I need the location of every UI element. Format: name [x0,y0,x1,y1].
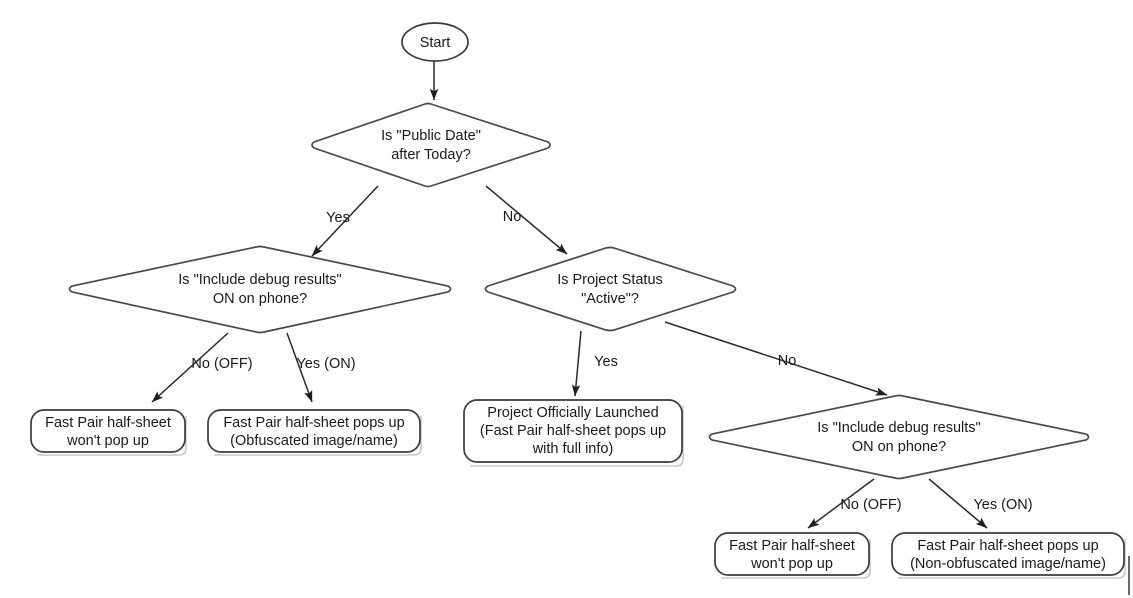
edge-label-public-date-no: No [503,209,522,225]
node-result-right-yes[interactable]: Fast Pair half-sheet pops up (Non-obfusc… [891,532,1126,579]
node-start[interactable]: Start [401,22,469,62]
edge-debug-left-no [151,332,229,403]
debug-right-diamond [708,394,1090,480]
debug-right-label-line2: ON on phone? [852,439,946,455]
result-left-no-line1: Fast Pair half-sheet [45,415,171,431]
edge-label-debug-left-yes: Yes (ON) [296,356,355,372]
debug-left-label-line1: Is "Include debug results" [178,272,341,288]
public-date-label-line2: after Today? [391,147,471,163]
result-left-yes-shadow [214,416,422,456]
edge-debug-right-yes [928,478,988,529]
node-decision-debug-right[interactable]: Is "Include debug results" ON on phone? [708,394,1090,480]
result-left-yes-box [207,409,421,453]
result-left-yes-line1: Fast Pair half-sheet pops up [223,415,404,431]
node-result-left-yes[interactable]: Fast Pair half-sheet pops up (Obfuscated… [207,409,422,456]
edges-layer [151,61,988,529]
edge-project-status-yes [571,330,582,397]
result-launched-box [463,399,683,463]
node-decision-debug-left[interactable]: Is "Include debug results" ON on phone? [68,245,452,334]
edge-public-date-yes [311,185,379,257]
edge-public-date-no [485,185,568,255]
result-launched-line3: with full info) [532,441,614,457]
result-right-yes-line2: (Non-obfuscated image/name) [910,556,1106,572]
edge-debug-right-no [807,478,875,529]
debug-left-diamond [68,245,452,334]
edge-label-debug-right-no: No (OFF) [840,497,901,513]
edge-project-status-no [664,321,888,396]
edge-label-project-status-yes: Yes [594,354,618,370]
node-result-right-no[interactable]: Fast Pair half-sheet won't pop up [714,532,871,579]
node-result-left-no[interactable]: Fast Pair half-sheet won't pop up [30,409,187,456]
result-right-no-line2: won't pop up [750,556,833,572]
debug-left-label-line2: ON on phone? [213,291,307,307]
public-date-label-line1: Is "Public Date" [381,128,481,144]
result-launched-shadow [470,406,684,467]
result-launched-line1: Project Officially Launched [487,405,658,421]
project-status-label-line1: Is Project Status [557,272,663,288]
node-decision-project-status[interactable]: Is Project Status "Active"? [484,246,737,332]
start-ellipse [401,22,469,62]
edge-label-project-status-no: No [778,353,797,369]
result-left-no-line2: won't pop up [66,433,149,449]
result-left-yes-line2: (Obfuscated image/name) [230,433,398,449]
result-right-no-line1: Fast Pair half-sheet [729,538,855,554]
result-right-yes-line1: Fast Pair half-sheet pops up [917,538,1098,554]
debug-right-label-line1: Is "Include debug results" [817,420,980,436]
result-left-no-shadow [37,416,187,456]
edge-label-public-date-yes: Yes [326,210,350,226]
result-launched-line2: (Fast Pair half-sheet pops up [480,423,666,439]
project-status-label-line2: "Active"? [581,291,639,307]
edge-labels-layer: Yes No No (OFF) Yes (ON) Yes No No (OFF)… [191,209,1032,513]
edge-label-debug-right-yes: Yes (ON) [973,497,1032,513]
result-right-no-shadow [721,539,871,579]
node-result-launched[interactable]: Project Officially Launched (Fast Pair h… [463,399,684,467]
public-date-diamond [311,102,551,188]
result-right-no-box [714,532,870,576]
edge-label-debug-left-no: No (OFF) [191,356,252,372]
node-decision-public-date[interactable]: Is "Public Date" after Today? [311,102,551,188]
project-status-diamond [484,246,737,332]
result-left-no-box [30,409,186,453]
start-label: Start [420,35,451,51]
edge-debug-left-yes [286,332,313,403]
result-right-yes-shadow [898,539,1126,579]
result-right-yes-box [891,532,1125,576]
